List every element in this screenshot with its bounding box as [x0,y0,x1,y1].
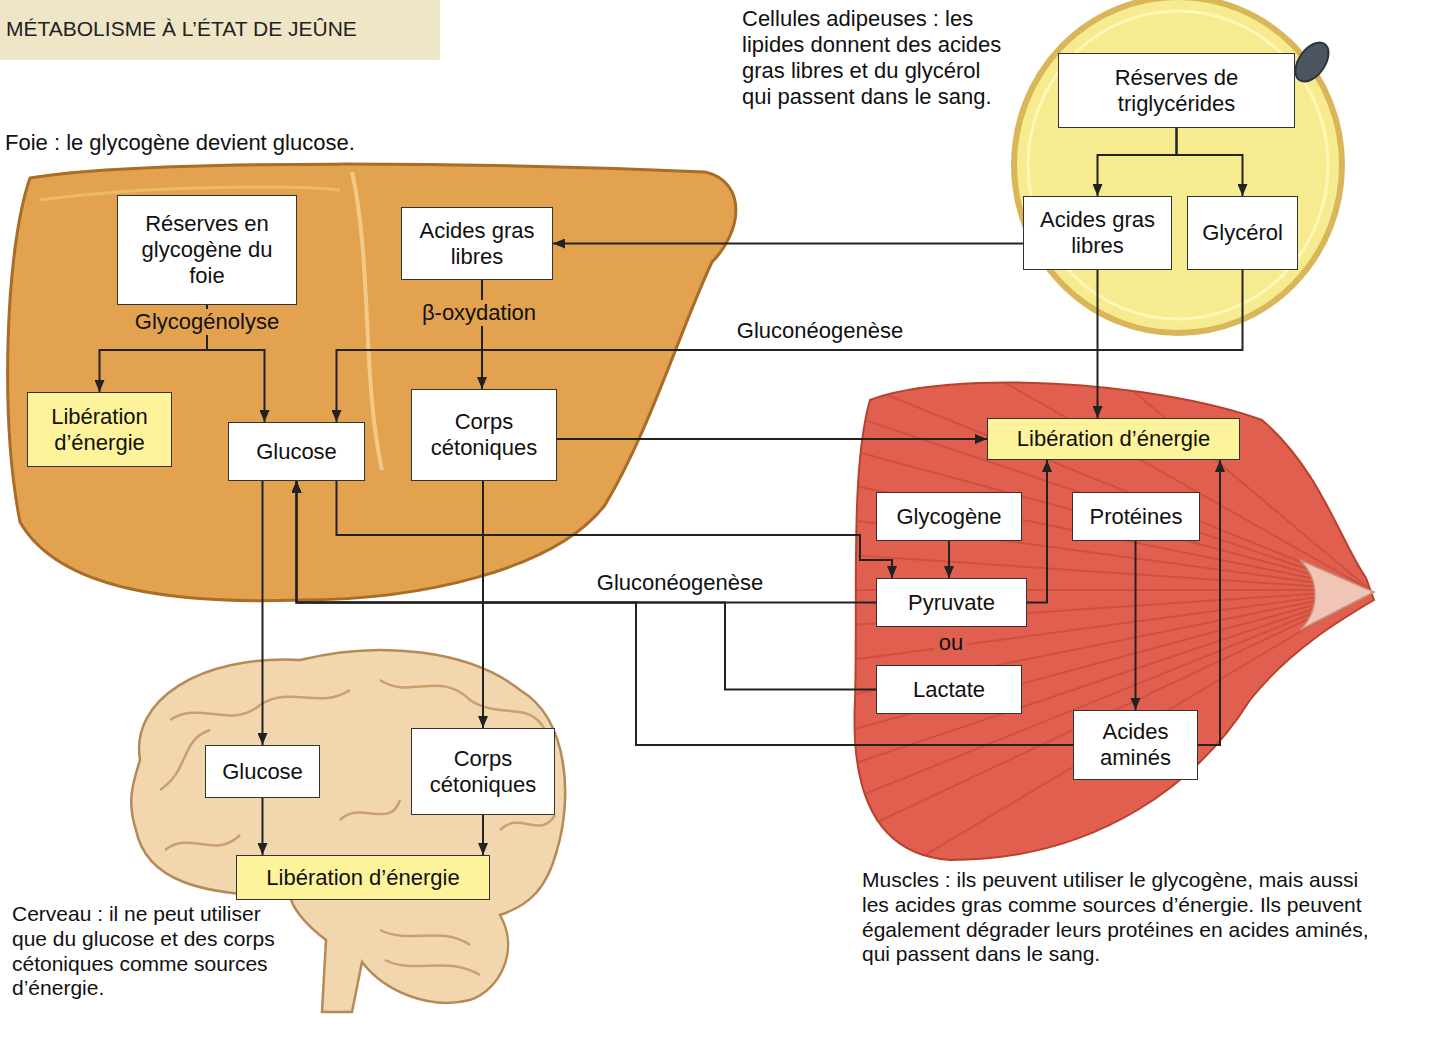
free-label: ou [935,630,967,656]
box-text: Glycogène [896,504,1001,530]
process-box: Glycogène [876,492,1022,541]
connector-arrow [557,438,987,440]
edge-label: Gluconéogenèse [733,318,907,344]
connector-arrow [1098,128,1177,196]
box-text: Corps cétoniques [420,746,546,798]
muscle-shape [854,383,1374,860]
box-text: Réserves de triglycérides [1067,65,1286,117]
connector-arrow [482,481,484,728]
process-box: Corps cétoniques [411,728,555,815]
process-box: Protéines [1072,492,1200,541]
process-box: Acides gras libres [401,207,553,280]
organ-caption: Foie : le glycogène devient glucose. [5,130,565,156]
box-text: Acides gras libres [410,218,544,270]
box-text: Pyruvate [908,590,995,616]
energy-box: Libération d’énergie [27,392,172,467]
cell-nucleus [1289,37,1336,88]
connector-arrow [297,481,877,690]
diagram-title: MÉTABOLISME À L’ÉTAT DE JEÛNE [6,16,357,41]
adipose-inner [1028,11,1328,319]
connector-arrow [337,481,893,578]
connector-arrow [481,280,483,389]
energy-box: Libération d’énergie [236,855,490,900]
box-text: Protéines [1090,504,1183,530]
box-text: Glycérol [1202,220,1283,246]
connector-arrow [553,243,1023,245]
box-text: Libération d’énergie [1017,426,1210,452]
connector-arrow [1097,270,1099,418]
title-band [0,0,440,60]
process-box: Glucose [228,422,365,481]
connector-arrow [297,481,877,603]
connector-arrow [1027,460,1047,603]
connector-arrow [1198,460,1220,745]
box-text: Réserves en glycogène du foie [126,211,288,289]
box-text: Lactate [913,677,985,703]
process-box: Pyruvate [876,578,1027,627]
organ-caption: Cellules adipeuses : les lipides donnent… [742,6,1004,110]
process-box: Réserves de triglycérides [1058,53,1295,128]
edge-label: Gluconéogenèse [593,570,767,596]
box-text: Glucose [256,439,337,465]
process-box: Glucose [205,745,320,798]
process-box: Glycérol [1187,196,1298,270]
process-box: Corps cétoniques [411,389,557,481]
organ-region: Foie : le glycogène devient glucose. Rése… [0,125,740,600]
process-box: Acides aminés [1073,710,1198,780]
process-box: Lactate [876,665,1022,714]
box-text: Libération d’énergie [36,404,163,456]
organ-caption: Cerveau : il ne peut utiliser que du glu… [12,902,282,1001]
connector-arrow [262,481,264,745]
box-text: Libération d’énergie [266,865,459,891]
adipose-cell [1014,0,1342,333]
organ-region: Muscles : ils peuvent utiliser le glycog… [850,375,1380,1005]
connector-arrow [297,481,1074,745]
connector-arrow [482,815,484,855]
connector-arrow [948,541,950,578]
edge-label: Glycogénolyse [131,309,283,335]
organ-region: Cerveau : il ne peut utiliser que du glu… [8,645,563,1035]
connector-arrow [262,798,264,855]
energy-box: Libération d’énergie [987,418,1240,460]
muscle-fibres [850,380,1370,870]
box-text: Acides gras libres [1032,207,1163,259]
organ-caption: Muscles : ils peuvent utiliser le glycog… [862,868,1382,967]
edge-label: β-oxydation [418,300,540,326]
organ-region: Cellules adipeuses : les lipides donnent… [740,0,1345,340]
box-text: Corps cétoniques [420,409,548,461]
box-text: Acides aminés [1082,719,1189,771]
box-text: Glucose [222,759,303,785]
muscle-tendon [1300,560,1374,630]
process-box: Réserves en glycogène du foie [117,195,297,305]
process-box: Acides gras libres [1023,196,1172,270]
connector-arrow [1135,541,1137,710]
connector-arrow [1177,128,1243,196]
